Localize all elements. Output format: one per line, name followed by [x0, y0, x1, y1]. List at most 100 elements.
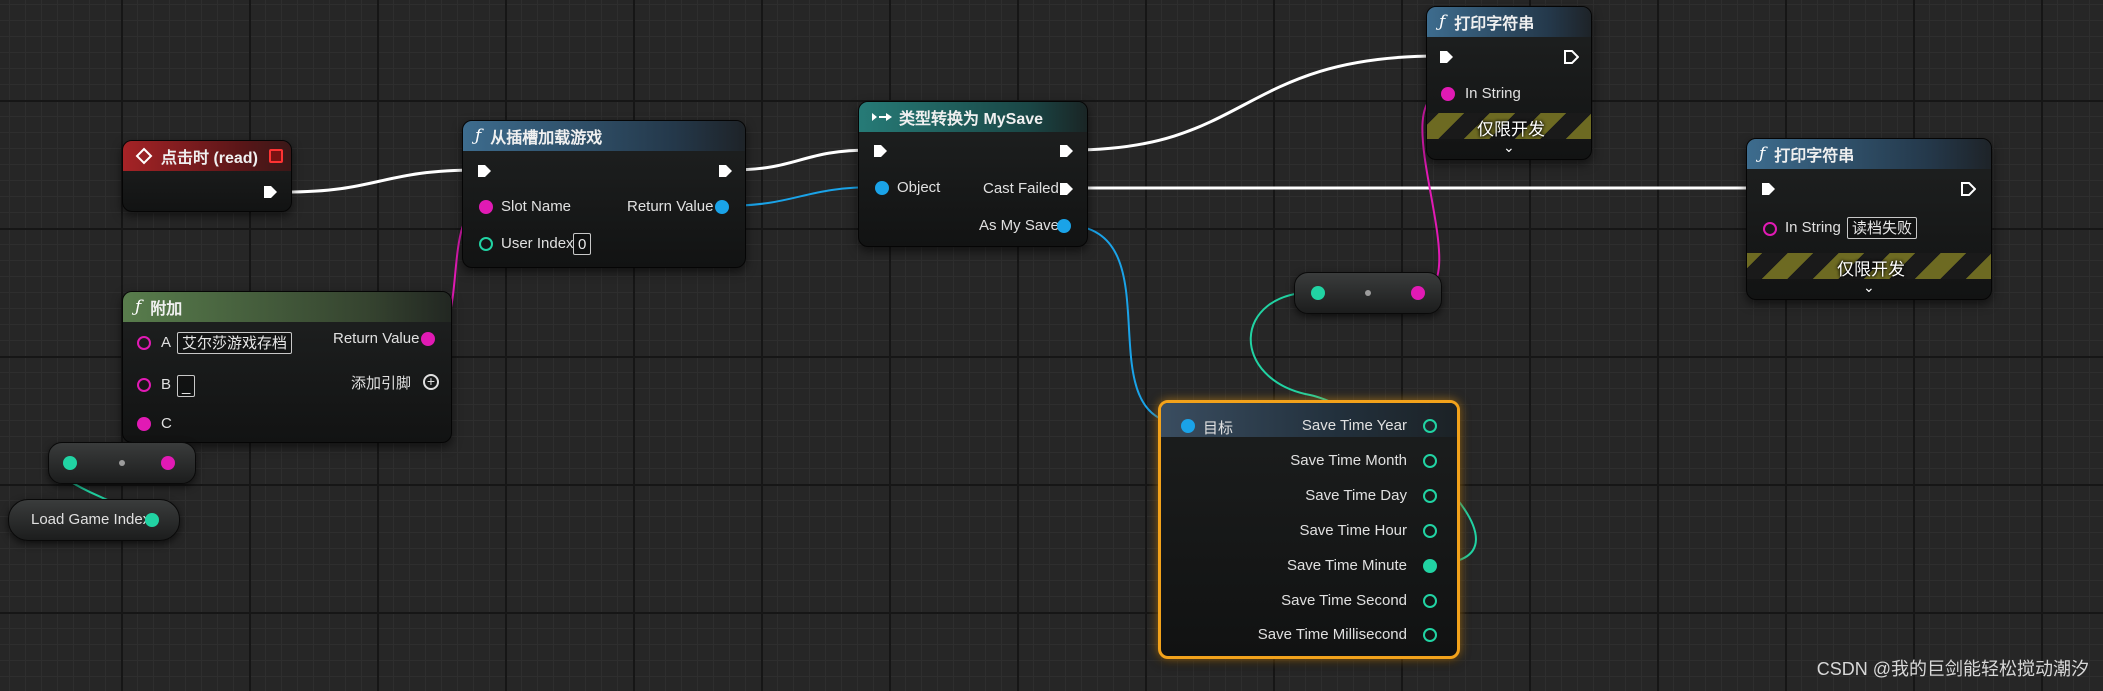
print1-exec-in-pin[interactable] — [1439, 50, 1454, 64]
function-icon: ƒ — [1759, 144, 1766, 164]
load-game-node-header: ƒ 从插槽加载游戏 — [463, 121, 745, 151]
print1-instring-pin[interactable] — [1441, 87, 1455, 101]
cast-arrow-icon — [872, 113, 892, 121]
cast-failed-exec-pin[interactable] — [1059, 182, 1074, 196]
function-icon: ƒ — [475, 126, 482, 146]
cast-exec-in-pin[interactable] — [873, 144, 888, 158]
print-string-2-header: ƒ 打印字符串 — [1747, 139, 1991, 169]
load-game-node[interactable]: ƒ 从插槽加载游戏 Slot Name Return Value User In… — [462, 120, 746, 268]
cast-exec-out-pin[interactable] — [1059, 144, 1074, 158]
append-return-label: Return Value — [333, 330, 420, 347]
field-save-time-second-label: Save Time Second — [1281, 592, 1407, 609]
field-save-time-year-pin[interactable] — [1423, 419, 1437, 433]
user-index-label: User Index — [501, 235, 574, 252]
add-pin-label[interactable]: 添加引脚 — [351, 375, 412, 392]
field-save-time-millisecond-label: Save Time Millisecond — [1257, 626, 1407, 643]
field-save-time-minute-label: Save Time Minute — [1286, 557, 1407, 574]
append-a-input[interactable]: 艾尔莎游戏存档 — [177, 332, 293, 354]
print1-instring-label: In String — [1465, 85, 1521, 102]
cast-object-pin[interactable] — [875, 181, 889, 195]
exec-wire-event-to-load — [284, 168, 479, 194]
append-c-label: C — [161, 415, 172, 432]
field-save-time-hour-pin[interactable] — [1423, 524, 1437, 538]
print2-instring-label: In String — [1785, 219, 1841, 236]
append-node[interactable]: ƒ 附加 A 艾尔莎游戏存档 Return Value B _ 添加引脚 + C — [122, 291, 452, 443]
field-save-time-minute-pin[interactable] — [1423, 559, 1437, 573]
reroute-left-string-pin[interactable] — [161, 456, 175, 470]
as-my-save-label: As My Save — [979, 217, 1060, 234]
field-save-time-second-pin[interactable] — [1423, 594, 1437, 608]
event-node-stop-icon — [269, 149, 283, 163]
function-icon: ƒ — [135, 297, 142, 317]
exec-wire-cast-to-print1 — [1071, 54, 1439, 152]
as-my-save-pin[interactable] — [1057, 219, 1071, 233]
append-b-input[interactable]: _ — [177, 375, 196, 397]
break-target-label: 目标 — [1203, 420, 1234, 437]
cast-failed-label: Cast Failed — [983, 180, 1059, 197]
event-node-title: 点击时 (read) — [161, 150, 258, 167]
field-save-time-day-pin[interactable] — [1423, 489, 1437, 503]
print2-expand-chevron-icon[interactable]: ⌄ — [1863, 279, 1875, 295]
reroute-node-left[interactable] — [48, 442, 196, 484]
field-save-time-year-label: Save Time Year — [1301, 417, 1407, 434]
append-a-pin[interactable] — [137, 336, 151, 350]
field-save-time-day-label: Save Time Day — [1305, 487, 1407, 504]
print2-exec-in-pin[interactable] — [1761, 182, 1776, 196]
load-exec-in-pin[interactable] — [477, 164, 492, 178]
load-exec-out-pin[interactable] — [718, 164, 733, 178]
print2-dev-only-banner — [1747, 253, 1991, 279]
event-diamond-icon — [135, 147, 153, 165]
print-string-1-header: ƒ 打印字符串 — [1427, 7, 1591, 37]
cast-node-title: 类型转换为 MySave — [899, 111, 1044, 128]
watermark-text: CSDN @我的巨剑能轻松搅动潮汐 — [1816, 659, 2089, 679]
append-node-header: ƒ 附加 — [123, 292, 451, 322]
return-value-object-pin[interactable] — [715, 200, 729, 214]
load-game-index-variable[interactable]: Load Game Index — [8, 499, 180, 541]
print-string-node-1[interactable]: ƒ 打印字符串 In String 仅限开发 ⌄ — [1426, 6, 1592, 160]
append-c-pin[interactable] — [137, 417, 151, 431]
append-b-label: B — [161, 376, 172, 393]
append-node-title: 附加 — [150, 301, 183, 318]
print1-exec-out-pin[interactable] — [1564, 50, 1579, 64]
reroute-left-int-pin[interactable] — [63, 456, 77, 470]
slot-name-label: Slot Name — [501, 198, 572, 215]
object-wire-mysave-to-target — [1063, 224, 1187, 425]
append-b-pin[interactable] — [137, 378, 151, 392]
add-pin-plus-icon[interactable]: + — [423, 374, 439, 390]
slot-name-pin[interactable] — [479, 200, 493, 214]
return-value-label: Return Value — [627, 198, 714, 215]
field-save-time-millisecond-pin[interactable] — [1423, 628, 1437, 642]
field-save-time-hour-label: Save Time Hour — [1299, 522, 1407, 539]
print2-instring-pin[interactable] — [1763, 222, 1777, 236]
exec-wire-load-to-cast — [729, 148, 873, 172]
append-return-pin[interactable] — [421, 332, 435, 346]
print2-instring-input[interactable]: 读档失败 — [1847, 217, 1918, 239]
reroute-node-right[interactable] — [1294, 272, 1442, 314]
cast-object-label: Object — [897, 179, 941, 196]
print2-dev-only-label: 仅限开发 — [1837, 260, 1905, 279]
reroute-right-int-pin[interactable] — [1311, 286, 1325, 300]
print2-exec-out-pin[interactable] — [1961, 182, 1976, 196]
field-save-time-month-pin[interactable] — [1423, 454, 1437, 468]
event-node[interactable]: 点击时 (read) — [122, 140, 292, 212]
reroute-right-string-pin[interactable] — [1411, 286, 1425, 300]
event-node-header: 点击时 (read) — [123, 141, 291, 171]
load-game-index-label: Load Game Index — [31, 511, 151, 528]
load-game-index-pin[interactable] — [145, 513, 159, 527]
field-save-time-month-label: Save Time Month — [1290, 452, 1407, 469]
cast-node-header: 类型转换为 MySave — [859, 102, 1087, 132]
break-target-pin[interactable] — [1181, 419, 1195, 433]
cast-node[interactable]: 类型转换为 MySave Object Cast Failed As My Sa… — [858, 101, 1088, 247]
print1-dev-only-banner — [1427, 113, 1591, 139]
function-icon: ƒ — [1439, 12, 1446, 32]
reroute-left-dot — [119, 460, 125, 466]
user-index-pin[interactable] — [479, 237, 493, 251]
print-string-node-2[interactable]: ƒ 打印字符串 In String 读档失败 仅限开发 ⌄ — [1746, 138, 1992, 300]
user-index-input[interactable]: 0 — [573, 233, 592, 255]
append-a-label: A — [161, 334, 172, 351]
print-string-1-title: 打印字符串 — [1454, 16, 1535, 33]
break-mysave-node[interactable]: 目标 Save Time Year Save Time Month Save T… — [1158, 400, 1460, 659]
print1-dev-only-label: 仅限开发 — [1477, 120, 1545, 139]
event-exec-out-pin[interactable] — [263, 185, 278, 199]
print1-expand-chevron-icon[interactable]: ⌄ — [1503, 139, 1515, 155]
